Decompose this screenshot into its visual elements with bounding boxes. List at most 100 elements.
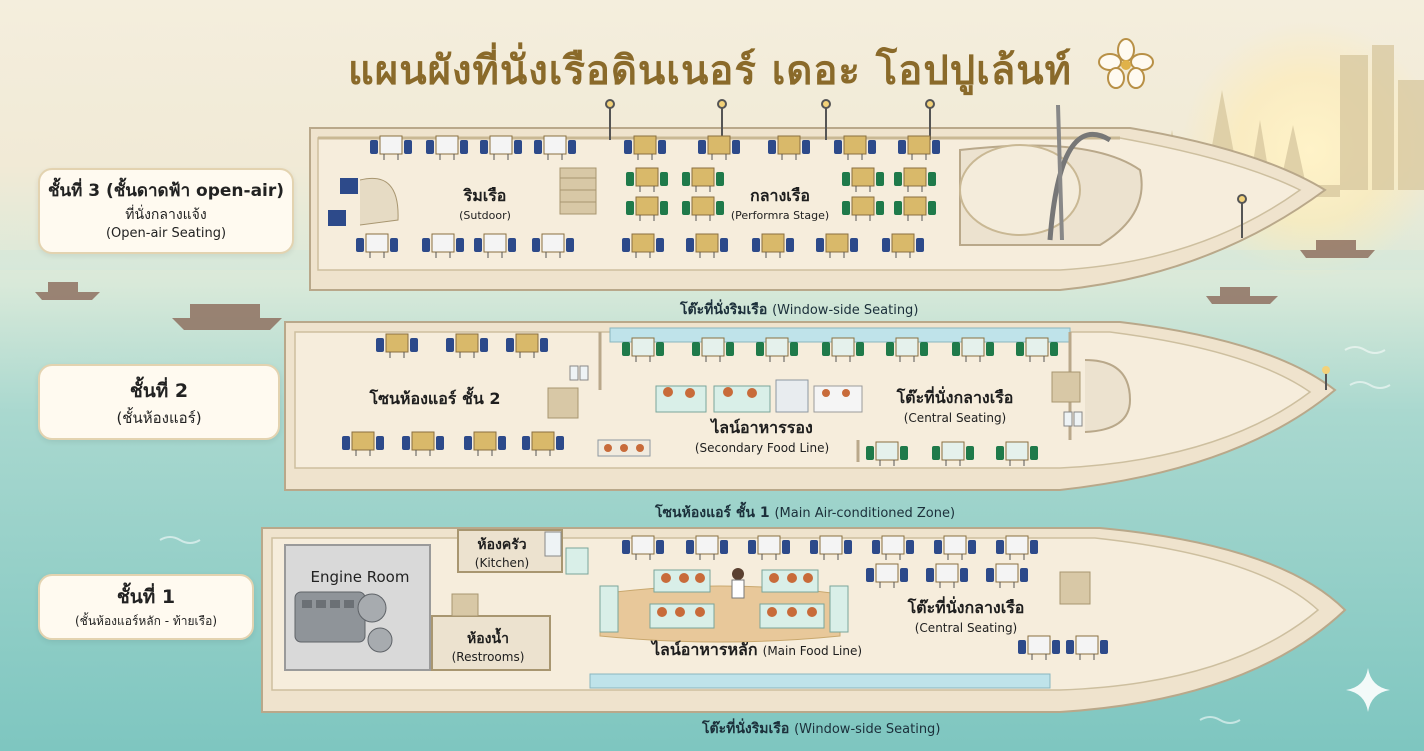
deck-2-stairs-aft bbox=[547, 387, 579, 419]
kitchen-label: ห้องครัว (Kitchen) bbox=[462, 534, 542, 570]
restroom-th: ห้องน้ำ bbox=[467, 631, 509, 647]
deck-2-stairs-bow bbox=[1051, 371, 1081, 403]
edge-zone-th: ริมเรือ bbox=[463, 186, 507, 205]
deck-1-caption-en: (Window-side Seating) bbox=[794, 722, 941, 737]
table-set bbox=[834, 135, 876, 160]
table-set bbox=[480, 135, 522, 160]
table-set bbox=[686, 535, 728, 560]
table-set bbox=[926, 563, 968, 588]
lamp-posts bbox=[605, 99, 1247, 238]
deck-1-caption: โต๊ะที่นั่งริมเรือ (Window-side Seating) bbox=[702, 718, 940, 740]
deck-1-windows bbox=[589, 673, 1051, 689]
table-set bbox=[748, 535, 790, 560]
deck-3-mid-zone: กลางเรือ (Performra Stage) bbox=[720, 184, 840, 222]
table-set bbox=[934, 535, 976, 560]
table-set bbox=[866, 441, 908, 466]
table-set bbox=[952, 337, 994, 362]
table-set bbox=[402, 431, 444, 456]
restroom-label: ห้องน้ำ (Restrooms) bbox=[438, 628, 538, 664]
table-set bbox=[756, 337, 798, 362]
table-set bbox=[682, 196, 724, 221]
table-set bbox=[842, 196, 884, 221]
main-food-en: (Main Food Line) bbox=[762, 644, 863, 658]
table-set bbox=[626, 196, 668, 221]
kitchen-en: (Kitchen) bbox=[474, 556, 530, 570]
table-set bbox=[532, 233, 574, 258]
floor-1-subtitle: (ชั้นห้องแอร์หลัก - ท้ายเรือ) bbox=[75, 614, 217, 628]
floor-2-title: ชั้นที่ 2 bbox=[129, 380, 189, 402]
deck-2-food-zone: ไลน์อาหารรอง (Secondary Food Line) bbox=[672, 416, 852, 455]
table-set bbox=[356, 233, 398, 258]
table-set bbox=[342, 431, 384, 456]
table-set bbox=[1016, 337, 1058, 362]
floor-3-label: ชั้นที่ 3 (ชั้นดาดฟ้า open-air) ที่นั่งก… bbox=[38, 168, 294, 254]
table-set bbox=[686, 233, 728, 258]
deck-1-central-th: โต๊ะที่นั่งกลางเรือ bbox=[907, 598, 1025, 617]
floor-2-label: ชั้นที่ 2 (ชั้นห้องแอร์) bbox=[38, 364, 280, 440]
table-set bbox=[426, 135, 468, 160]
main-food-th: ไลน์อาหารหลัก bbox=[652, 640, 758, 659]
table-set bbox=[894, 196, 936, 221]
stage-truss bbox=[1047, 132, 1112, 241]
table-set bbox=[1018, 635, 1060, 660]
edge-zone-en: (Sutdoor) bbox=[459, 209, 511, 222]
deck-3-caption-th: โต๊ะที่นั่งริมเรือ bbox=[680, 302, 768, 318]
table-set bbox=[752, 233, 794, 258]
lounge-sofa bbox=[359, 178, 399, 226]
kitchen-th: ห้องครัว bbox=[477, 537, 527, 553]
deck-3-edge-zone: ริมเรือ (Sutdoor) bbox=[430, 184, 540, 222]
table-set bbox=[768, 135, 810, 160]
deck-2-ac-zone: โซนห้องแอร์ ชั้น 2 bbox=[360, 387, 510, 412]
table-set bbox=[996, 535, 1038, 560]
deck-2-caption-en: (Main Air-conditioned Zone) bbox=[774, 506, 956, 521]
floor-3-subtitle: ที่นั่งกลางแจ้ง bbox=[125, 207, 207, 223]
table-set bbox=[894, 167, 936, 192]
deck-2-tables bbox=[342, 333, 1058, 466]
table-set bbox=[682, 167, 724, 192]
engine-room-label: Engine Room bbox=[310, 568, 410, 586]
floor-3-title: ชั้นที่ 3 (ชั้นดาดฟ้า open-air) bbox=[47, 181, 285, 201]
table-set bbox=[506, 333, 548, 358]
deck-2-caption: โซนห้องแอร์ ชั้น 1 (Main Air-conditioned… bbox=[655, 502, 955, 524]
table-set bbox=[842, 167, 884, 192]
deck-1-stairs-bow bbox=[1059, 571, 1091, 605]
table-set bbox=[464, 431, 506, 456]
floor-2-subtitle: (ชั้นห้องแอร์) bbox=[116, 409, 202, 427]
table-set bbox=[866, 563, 908, 588]
table-set bbox=[622, 233, 664, 258]
page-title: แผนผังที่นั่งเรือดินเนอร์ เดอะ โอปปูเล้น… bbox=[348, 47, 1072, 94]
floor-1-title: ชั้นที่ 1 bbox=[116, 586, 176, 608]
table-set bbox=[996, 441, 1038, 466]
table-set bbox=[376, 333, 418, 358]
table-set bbox=[932, 441, 974, 466]
sparkle-icon bbox=[1346, 668, 1390, 712]
table-set bbox=[622, 337, 664, 362]
ac-zone-th: โซนห้องแอร์ ชั้น 2 bbox=[369, 389, 501, 408]
deck-3-caption-en: (Window-side Seating) bbox=[772, 303, 919, 318]
table-set bbox=[522, 431, 564, 456]
table-set bbox=[622, 535, 664, 560]
deck-2-caption-th: โซนห้องแอร์ ชั้น 1 bbox=[655, 505, 770, 521]
deck-1-stairs-aft bbox=[451, 593, 479, 617]
table-set bbox=[474, 233, 516, 258]
distant-boats bbox=[35, 240, 1375, 330]
waves bbox=[159, 346, 1391, 724]
table-set bbox=[816, 233, 858, 258]
main-food-label: ไลน์อาหารหลัก (Main Food Line) bbox=[652, 638, 862, 663]
restroom-room bbox=[431, 615, 551, 671]
deck-2-central-zone: โต๊ะที่นั่งกลางเรือ (Central Seating) bbox=[880, 386, 1030, 425]
restroom-en: (Restrooms) bbox=[451, 650, 525, 664]
table-set bbox=[624, 135, 666, 160]
food-zone-en: (Secondary Food Line) bbox=[694, 441, 830, 455]
table-set bbox=[810, 535, 852, 560]
deck-3-caption: โต๊ะที่นั่งริมเรือ (Window-side Seating) bbox=[680, 299, 918, 321]
deck-1-central-zone: โต๊ะที่นั่งกลางเรือ (Central Seating) bbox=[886, 596, 1046, 635]
mid-zone-th: กลางเรือ bbox=[750, 186, 810, 205]
table-set bbox=[698, 135, 740, 160]
table-set bbox=[692, 337, 734, 362]
table-set bbox=[370, 135, 412, 160]
central-zone-en: (Central Seating) bbox=[903, 411, 1007, 425]
table-set bbox=[882, 233, 924, 258]
